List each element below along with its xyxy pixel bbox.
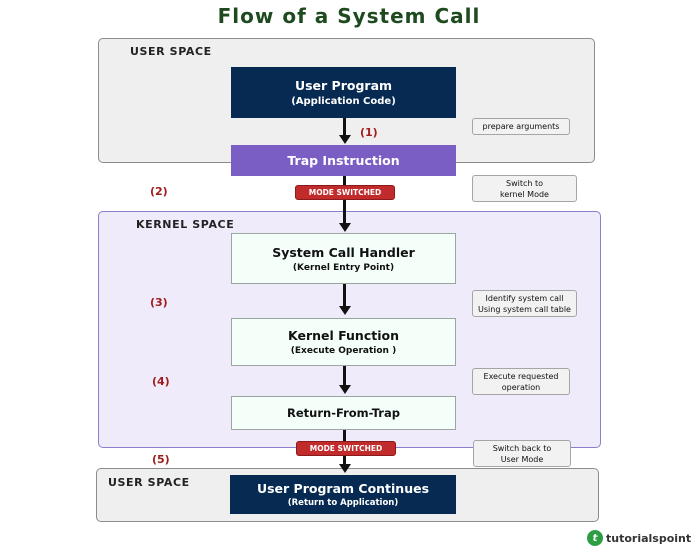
user-continues-title: User Program Continues: [256, 481, 430, 496]
note-prepare-arguments: prepare arguments: [472, 118, 570, 135]
arrow-head-2: [338, 223, 351, 232]
arrow-head-4: [338, 385, 351, 394]
step-label-4: (4): [152, 375, 170, 388]
logo-text: tutorialspoint: [606, 531, 692, 545]
arrow-head-1: [338, 135, 351, 144]
kernel-space-label: KERNEL SPACE: [136, 218, 235, 231]
note-prepare-text: prepare arguments: [482, 122, 560, 131]
syscall-handler-subtitle: (Kernel Entry Point): [292, 262, 395, 273]
user-program-box: User Program (Application Code): [231, 67, 456, 118]
mode-switched-badge-2: MODE SWITCHED: [296, 441, 396, 456]
note-switch-user-line2: User Mode: [500, 454, 544, 464]
tutorialspoint-logo: t tutorialspoint: [587, 530, 691, 546]
kernel-function-box: Kernel Function (Execute Operation ): [231, 318, 456, 366]
note-switch-user: Switch back to User Mode: [473, 440, 571, 467]
note-identify-line2: Using system call table: [478, 304, 571, 314]
return-from-trap-box: Return-From-Trap: [231, 396, 456, 430]
connector-4: [343, 366, 346, 386]
note-execute-line1: Execute requested: [483, 371, 559, 381]
connector-1: [343, 118, 346, 137]
user-space-top-label: USER SPACE: [130, 45, 212, 58]
return-from-trap-title: Return-From-Trap: [287, 406, 400, 420]
connector-3: [343, 284, 346, 306]
arrow-head-5: [338, 464, 351, 473]
kernel-function-title: Kernel Function: [288, 328, 399, 343]
mode-switched-badge-1: MODE SWITCHED: [295, 185, 395, 200]
logo-mark-icon: t: [587, 530, 603, 546]
note-execute-operation: Execute requested operation: [472, 368, 570, 395]
trap-instruction-box: Trap Instruction: [231, 145, 456, 176]
user-continues-subtitle: (Return to Application): [287, 498, 399, 508]
note-switch-kernel-line1: Switch to: [505, 178, 544, 188]
note-switch-kernel-line2: kernel Mode: [500, 189, 549, 199]
syscall-handler-box: System Call Handler (Kernel Entry Point): [231, 233, 456, 284]
step-label-5: (5): [152, 453, 170, 466]
step-label-1: (1): [360, 126, 378, 139]
note-execute-line2: operation: [501, 382, 541, 392]
kernel-function-subtitle: (Execute Operation ): [290, 346, 397, 356]
step-label-3: (3): [150, 296, 168, 309]
syscall-handler-title: System Call Handler: [272, 244, 415, 260]
connector-2: [343, 176, 346, 225]
note-identify-line1: Identify system call: [485, 293, 564, 303]
user-program-subtitle: (Application Code): [291, 96, 396, 107]
note-identify-syscall: Identify system call Using system call t…: [472, 290, 577, 317]
note-switch-kernel: Switch to kernel Mode: [472, 175, 577, 202]
arrow-head-3: [338, 306, 351, 315]
diagram-title: Flow of a System Call: [217, 4, 481, 28]
user-space-bottom-label: USER SPACE: [108, 476, 190, 489]
step-label-2: (2): [150, 185, 168, 198]
trap-instruction-title: Trap Instruction: [287, 153, 400, 168]
user-program-title: User Program: [294, 78, 393, 93]
note-switch-user-line1: Switch back to: [492, 443, 552, 453]
user-continues-box: User Program Continues (Return to Applic…: [230, 475, 456, 514]
